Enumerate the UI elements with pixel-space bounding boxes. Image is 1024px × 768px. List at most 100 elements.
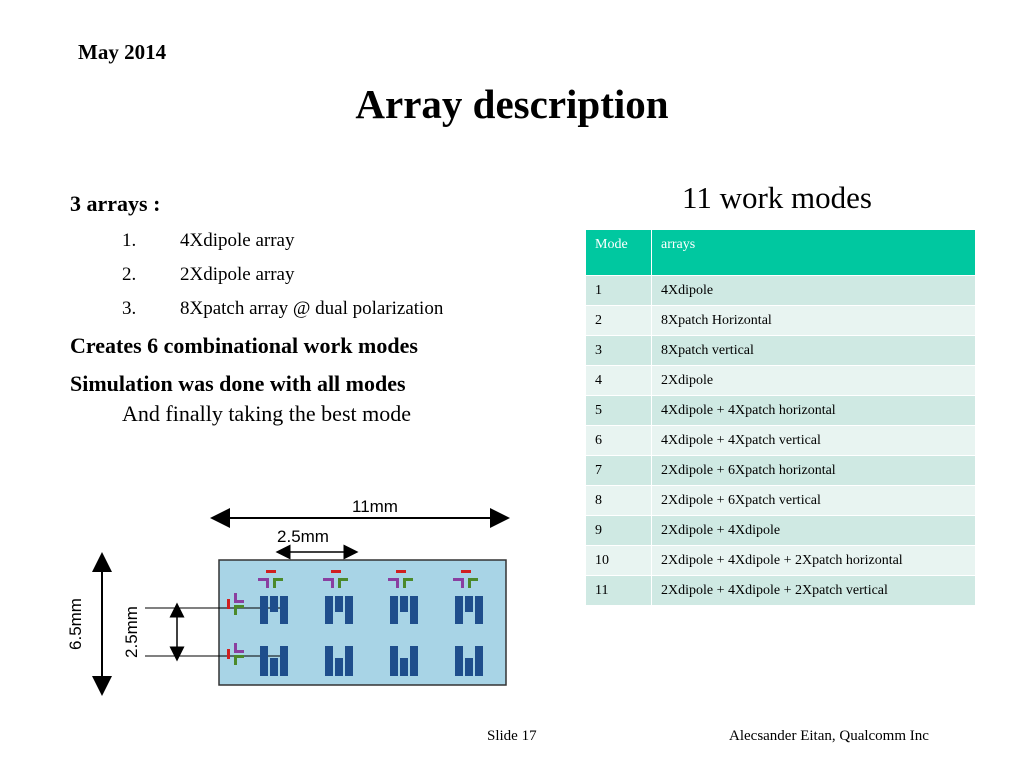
dipole-element (273, 578, 283, 581)
column-header-arrays: arrays (651, 229, 976, 276)
simulation-line: Simulation was done with all modes (70, 371, 406, 396)
patch-element (465, 596, 473, 612)
slide-number: Slide 17 (487, 728, 537, 744)
arrays-cell: 2Xdipole + 6Xpatch vertical (651, 485, 976, 516)
list-item: 2. 2Xdipole array (70, 258, 550, 292)
patch-element (475, 596, 483, 624)
slide-date: May 2014 (78, 40, 167, 64)
patch-element (410, 646, 418, 676)
mode-cell: 8 (585, 485, 652, 516)
dipole-element (403, 578, 413, 581)
arrays-cell: 2Xdipole + 6Xpatch horizontal (651, 455, 976, 486)
mode-cell: 2 (585, 305, 652, 336)
arrays-cell: 2Xdipole (651, 365, 976, 396)
dipole-element (396, 578, 399, 588)
patch-element (390, 596, 398, 624)
patch-element (260, 646, 268, 676)
dipole-element (273, 578, 276, 588)
patch-element (465, 658, 473, 676)
list-item: 1. 4Xdipole array (70, 224, 550, 258)
mode-cell: 5 (585, 395, 652, 426)
patch-element (270, 658, 278, 676)
patch-element (325, 646, 333, 676)
mode-cell: 11 (585, 575, 652, 606)
best-mode-line: And finally taking the best mode (122, 401, 411, 426)
dipole-element (234, 593, 237, 603)
patch-element (400, 596, 408, 612)
patch-element (410, 596, 418, 624)
dipole-element (338, 578, 341, 588)
patch-element (270, 596, 278, 612)
arrays-cell: 4Xdipole (651, 275, 976, 306)
dipole-element (323, 578, 333, 581)
patch-element (280, 646, 288, 676)
dipole-element (403, 578, 406, 588)
arrays-cell: 8Xpatch vertical (651, 335, 976, 366)
patch-element (345, 646, 353, 676)
list-item: 3. 8Xpatch array @ dual polarization (70, 292, 550, 326)
arrays-cell: 4Xdipole + 4Xpatch horizontal (651, 395, 976, 426)
patch-element (400, 658, 408, 676)
arrays-cell: 8Xpatch Horizontal (651, 305, 976, 336)
list-number: 3. (122, 298, 137, 319)
dipole-element (331, 578, 334, 588)
dipole-element (461, 570, 471, 573)
dipole-element (258, 578, 268, 581)
patch-element (280, 596, 288, 624)
dipole-element (266, 578, 269, 588)
arrays-cell: 2Xdipole + 4Xdipole (651, 515, 976, 546)
patch-element (335, 596, 343, 612)
dipole-element (234, 643, 237, 653)
slide-title: Array description (355, 81, 669, 127)
dipole-element (234, 605, 244, 608)
mode-cell: 9 (585, 515, 652, 546)
table-heading: 11 work modes (682, 180, 872, 215)
mode-cell: 3 (585, 335, 652, 366)
table-header-row: Mode arrays (585, 229, 976, 276)
arrays-intro: 3 arrays : (70, 191, 161, 216)
slide-author: Alecsander Eitan, Qualcomm Inc (729, 728, 929, 744)
dipole-element (234, 650, 244, 653)
dipole-element (453, 578, 463, 581)
dipole-element (396, 570, 406, 573)
patch-element (475, 646, 483, 676)
list-text: 2Xdipole array (180, 264, 295, 285)
mode-cell: 4 (585, 365, 652, 396)
arrays-cell: 2Xdipole + 4Xdipole + 2Xpatch horizontal (651, 545, 976, 576)
dipole-element (227, 599, 230, 609)
dipole-element (388, 578, 398, 581)
arrays-cell: 2Xdipole + 4Xdipole + 2Xpatch vertical (651, 575, 976, 606)
height-label: 6.5mm (66, 598, 85, 650)
left-text-block: 3 arrays : 1. 4Xdipole array 2. 2Xdipole… (70, 190, 550, 430)
mode-cell: 10 (585, 545, 652, 576)
dipole-element (461, 578, 464, 588)
patch-element (325, 596, 333, 624)
patch-element (455, 596, 463, 624)
dipole-element (234, 600, 244, 603)
list-number: 2. (122, 264, 137, 285)
mode-cell: 1 (585, 275, 652, 306)
dipole-element (331, 570, 341, 573)
mode-cell: 7 (585, 455, 652, 486)
width-label: 11mm (352, 497, 398, 516)
spacing-label: 2.5mm (277, 527, 329, 546)
patch-element (335, 658, 343, 676)
patch-element (260, 596, 268, 624)
dipole-element (234, 655, 237, 665)
patch-element (455, 646, 463, 676)
patch-element (390, 646, 398, 676)
list-number: 1. (122, 230, 137, 251)
dipole-element (234, 605, 237, 615)
list-text: 8Xpatch array @ dual polarization (180, 298, 444, 319)
